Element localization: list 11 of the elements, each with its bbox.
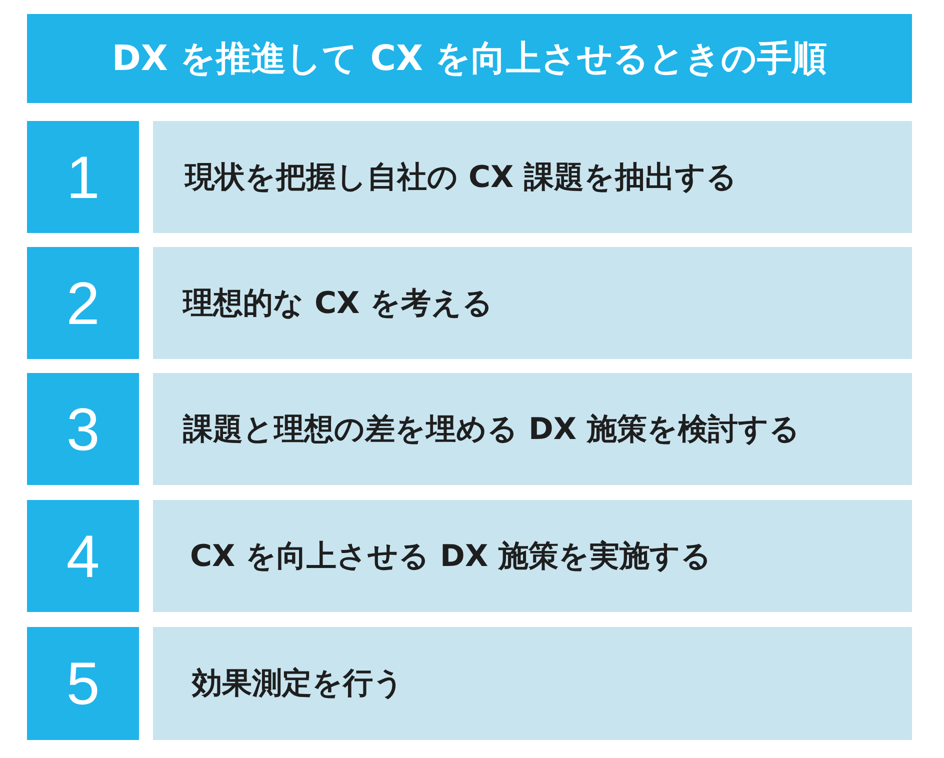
step-box: 課題と理想の差を埋める DX 施策を検討する — [153, 373, 912, 485]
title-band: DX を推進して CX を向上させるときの手順 — [27, 14, 912, 103]
step-number-box: 5 — [27, 627, 139, 740]
step-box: 理想的な CX を考える — [153, 247, 912, 359]
step-box: 現状を把握し自社の CX 課題を抽出する — [153, 121, 912, 233]
step-number-box: 2 — [27, 247, 139, 359]
step-number-box: 4 — [27, 500, 139, 612]
step-number-box: 1 — [27, 121, 139, 233]
step-box: 効果測定を行う — [153, 627, 912, 740]
step-box: CX を向上させる DX 施策を実施する — [153, 500, 912, 612]
step-number-box: 3 — [27, 373, 139, 485]
